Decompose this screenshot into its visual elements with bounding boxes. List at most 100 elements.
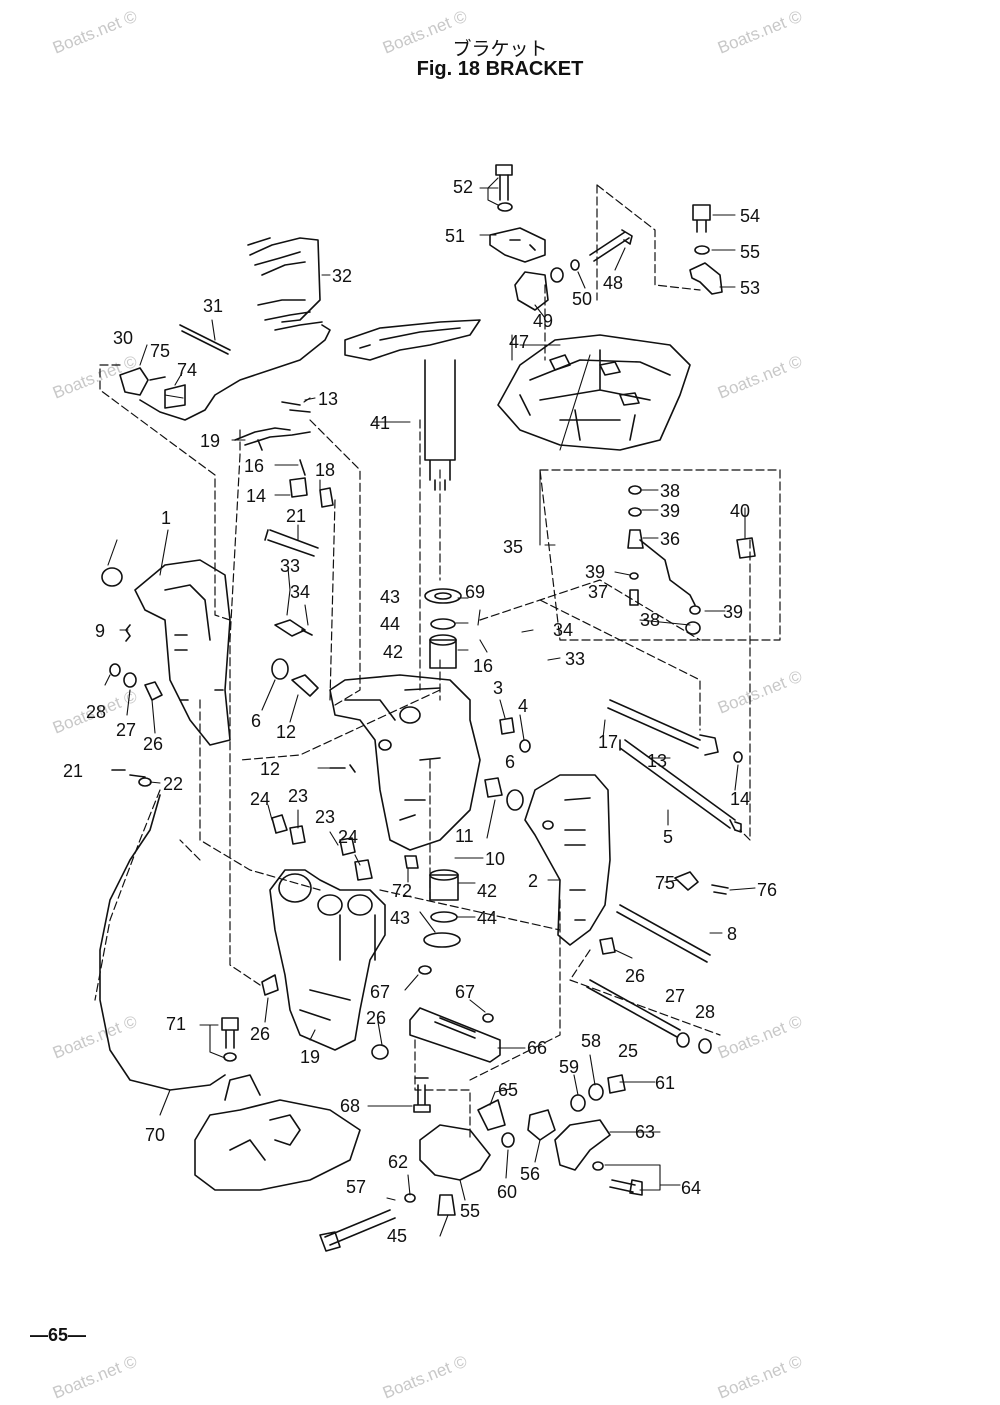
callout: 58 xyxy=(581,1031,601,1051)
callout: 64 xyxy=(681,1178,701,1198)
bolt-21 xyxy=(111,769,146,778)
washer-49 xyxy=(570,259,580,271)
leader-lines xyxy=(104,177,756,1237)
callout: 71 xyxy=(166,1014,186,1034)
callout: 55 xyxy=(740,242,760,262)
callout: 6 xyxy=(251,711,261,731)
callout: 9 xyxy=(95,621,105,641)
callout: 42 xyxy=(383,642,403,662)
callout: 49 xyxy=(533,311,553,331)
callout: 17 xyxy=(598,732,618,752)
bolt-71 xyxy=(221,1017,239,1049)
bushing-11 xyxy=(291,674,319,697)
callout: 26 xyxy=(143,734,163,754)
nut-13 xyxy=(289,477,308,498)
callout: 26 xyxy=(250,1024,270,1044)
swivel-case xyxy=(329,674,481,851)
callout: 19 xyxy=(300,1047,320,1067)
callout: 48 xyxy=(603,273,623,293)
cable-70 xyxy=(99,794,226,1091)
callout: 16 xyxy=(473,656,493,676)
oring-43 xyxy=(430,618,456,630)
callout: 14 xyxy=(246,486,266,506)
clamp-50 xyxy=(489,227,546,263)
callout: 27 xyxy=(116,720,136,740)
callout: 35 xyxy=(503,537,523,557)
callout: 45 xyxy=(387,1226,407,1246)
callout: 76 xyxy=(757,880,777,900)
callout: 13 xyxy=(318,389,338,409)
callout: 18 xyxy=(315,460,335,480)
callout: 16 xyxy=(244,456,264,476)
callout: 53 xyxy=(740,278,760,298)
callout: 33 xyxy=(280,556,300,576)
callout: 72 xyxy=(392,881,412,901)
callout: 27 xyxy=(665,986,685,1006)
callout: 69 xyxy=(465,582,485,602)
bushing-41 xyxy=(429,639,457,669)
page-number: —65— xyxy=(30,1325,87,1345)
callout: 61 xyxy=(655,1073,675,1093)
callout: 55 xyxy=(460,1201,480,1221)
callout: 30 xyxy=(113,328,133,348)
steering-arm-40 xyxy=(344,319,481,361)
bolt-47 xyxy=(589,229,633,262)
callout: 1 xyxy=(161,508,171,528)
callout: 44 xyxy=(477,908,497,928)
callout: 10 xyxy=(485,849,505,869)
callout: 24 xyxy=(250,789,270,809)
title-japanese: ブラケット xyxy=(452,38,548,60)
callout: 34 xyxy=(553,620,573,640)
shaft-8 xyxy=(616,904,711,963)
callout: 12 xyxy=(276,722,296,742)
callout: 23 xyxy=(288,786,308,806)
callout: 26 xyxy=(366,1008,386,1028)
callout: 34 xyxy=(290,582,310,602)
washer xyxy=(497,202,513,212)
callout: 14 xyxy=(730,789,750,809)
bushing-26 xyxy=(144,681,163,701)
callout-labels: 52 51 54 55 53 50 48 49 47 32 31 30 75 7… xyxy=(63,177,777,1246)
bushing-46 xyxy=(514,271,549,311)
callout: 54 xyxy=(740,206,760,226)
bolt-12b xyxy=(329,764,356,773)
callout: 21 xyxy=(286,506,306,526)
callout: 26 xyxy=(625,966,645,986)
bolt-53 xyxy=(692,204,711,233)
lower-mount xyxy=(194,1099,361,1191)
callout: 43 xyxy=(380,587,400,607)
switch-29 xyxy=(119,367,186,409)
shaft xyxy=(424,359,456,491)
callout: 8 xyxy=(727,924,737,944)
callout: 51 xyxy=(445,226,465,246)
callout: 38 xyxy=(660,481,680,501)
callout: 2 xyxy=(528,871,538,891)
callout: 60 xyxy=(497,1182,517,1202)
callout: 28 xyxy=(695,1002,715,1022)
grommet-39 xyxy=(736,537,756,559)
rod-13 xyxy=(607,699,719,756)
pin-20 xyxy=(264,529,319,557)
callout: 39 xyxy=(585,562,605,582)
callout: 67 xyxy=(455,982,475,1002)
bolt-57 xyxy=(319,1209,396,1252)
pin-9 xyxy=(125,624,131,642)
bushing-41b xyxy=(429,874,459,901)
wire-18 xyxy=(234,427,311,451)
callout: 3 xyxy=(493,678,503,698)
bolt-68 xyxy=(413,1077,431,1113)
callout: 50 xyxy=(572,289,592,309)
plate-63 xyxy=(554,1119,611,1171)
upper-mount-plate xyxy=(497,334,691,451)
nut-7 xyxy=(101,567,123,587)
callout: 31 xyxy=(203,296,223,316)
callout: 40 xyxy=(730,501,750,521)
callout: 74 xyxy=(177,360,197,380)
callout: 37 xyxy=(588,582,608,602)
callout: 75 xyxy=(150,341,170,361)
callout: 62 xyxy=(388,1152,408,1172)
pin-32 xyxy=(274,619,313,637)
harness-31 xyxy=(249,237,321,323)
callout: 42 xyxy=(477,881,497,901)
